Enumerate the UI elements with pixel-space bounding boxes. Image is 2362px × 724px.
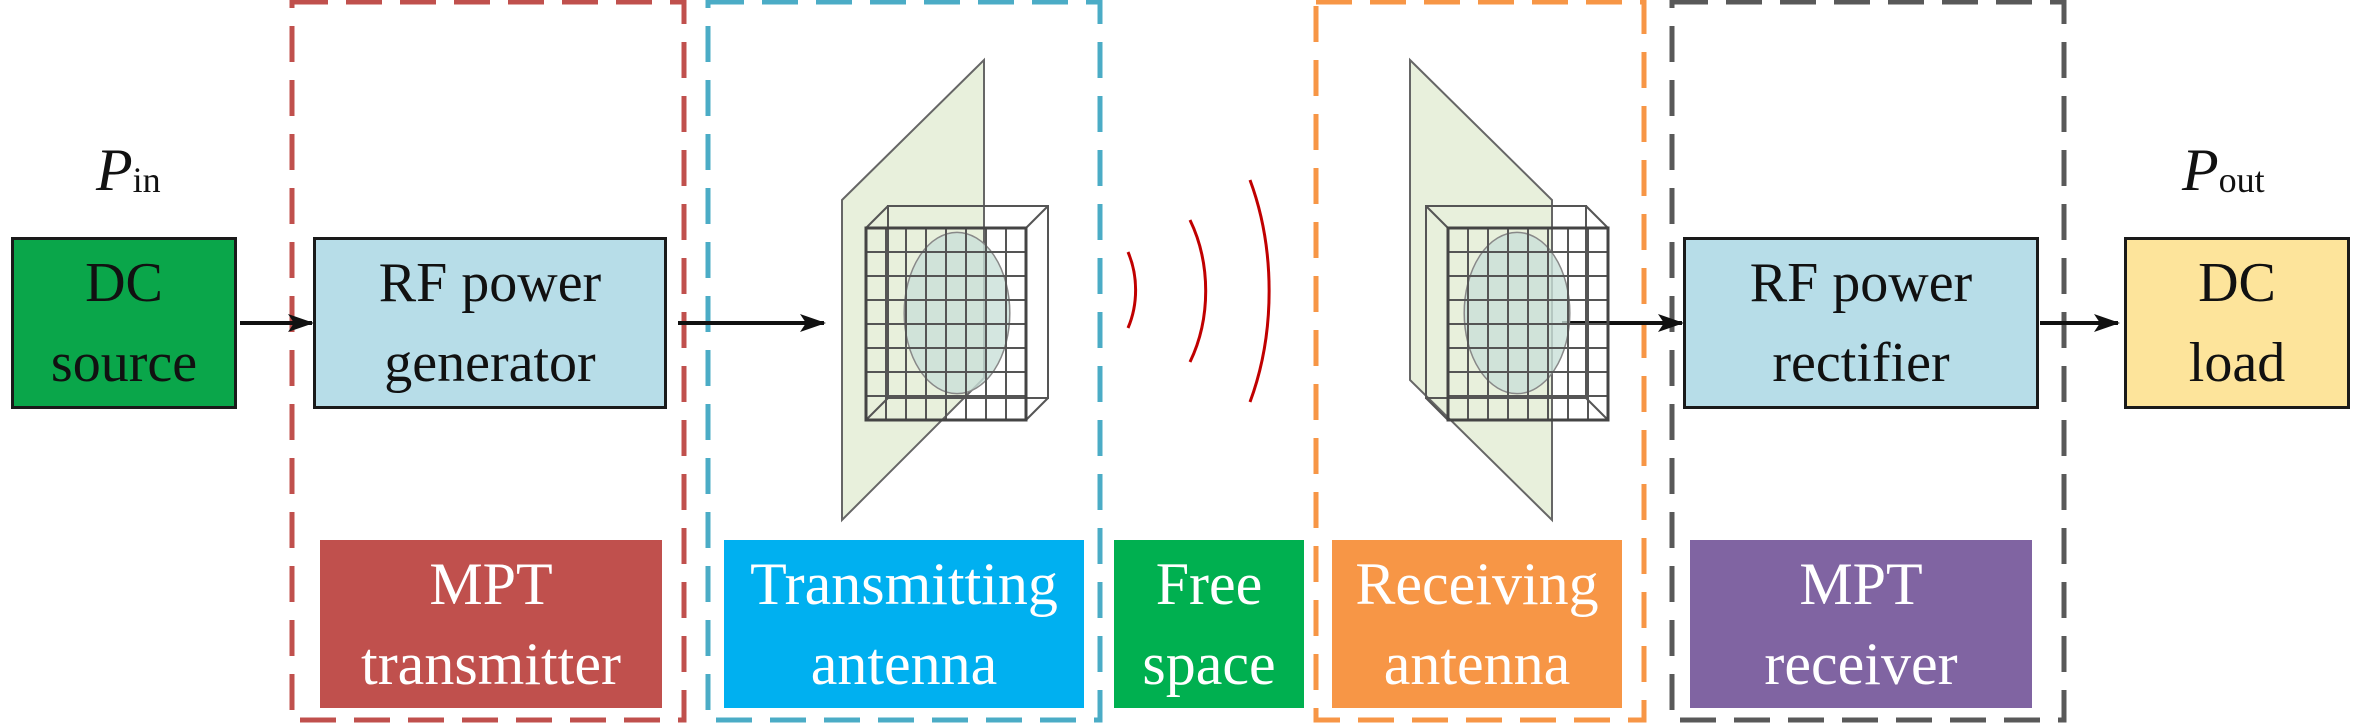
- mpt-receiver-line2: receiver: [1764, 631, 1958, 697]
- antenna-grid-edge: [1025, 397, 1049, 421]
- antenna-grid-edge: [1425, 397, 1449, 421]
- rf-power-rectifier-block: RF power rectifier: [1683, 237, 2039, 409]
- receiving-antenna-group-border: [1313, 0, 1647, 723]
- antenna-grid-edge: [1425, 205, 1449, 229]
- power-in-symbol: P: [96, 137, 133, 203]
- transmitting-antenna-label: Transmitting antenna: [724, 540, 1084, 708]
- receiving-antenna-label: Receiving antenna: [1332, 540, 1622, 708]
- free-space-line1: Free: [1155, 551, 1263, 617]
- antenna-grid-back: [1425, 205, 1587, 399]
- mpt-transmitter-label: MPT transmitter: [320, 540, 662, 708]
- antenna-element-patch: [903, 231, 1011, 395]
- power-out-symbol: P: [2182, 137, 2219, 203]
- antenna-element-patch: [1463, 231, 1571, 395]
- dc-load-line2: load: [2188, 332, 2286, 394]
- antenna-grid-edge: [865, 205, 889, 229]
- antenna-grid-edge: [1025, 205, 1049, 229]
- rf-rectifier-line2: rectifier: [1772, 332, 1950, 394]
- antenna-grid-edge: [1585, 205, 1609, 229]
- dc-source-line2: source: [50, 332, 198, 394]
- dc-load-block: DC load: [2124, 237, 2350, 409]
- rf-generator-line1: RF power: [378, 252, 602, 314]
- radio-waves-icon: [1126, 179, 1271, 403]
- rf-power-generator-block: RF power generator: [313, 237, 667, 409]
- transmitting-antenna-icon: [841, 57, 1049, 523]
- mpt-transmitter-line2: transmitter: [361, 631, 621, 697]
- rf-generator-line2: generator: [384, 332, 596, 394]
- free-space-line2: space: [1142, 631, 1276, 697]
- free-space-label: Free space: [1114, 540, 1304, 708]
- receiving-antenna-line1: Receiving: [1355, 551, 1599, 617]
- mpt-receiver-line1: MPT: [1799, 551, 1923, 617]
- dc-source-block: DC source: [11, 237, 237, 409]
- dc-load-line1: DC: [2198, 252, 2276, 314]
- power-out-label: Pout: [2182, 136, 2265, 205]
- power-out-subscript: out: [2218, 160, 2265, 200]
- mpt-transmitter-line1: MPT: [429, 551, 553, 617]
- receiving-antenna-line2: antenna: [1383, 631, 1571, 697]
- transmitting-antenna-line2: antenna: [810, 631, 998, 697]
- transmitter-group-border: [289, 0, 687, 723]
- antenna-grid-edge: [865, 397, 889, 421]
- power-in-label: Pin: [96, 136, 161, 205]
- antenna-grid-frame: [864, 226, 1028, 422]
- antenna-grid-frame: [1446, 226, 1610, 422]
- transmitting-antenna-group-border: [705, 0, 1103, 723]
- mpt-receiver-label: MPT receiver: [1690, 540, 2032, 708]
- rf-rectifier-line1: RF power: [1749, 252, 1973, 314]
- antenna-grid-back: [887, 205, 1049, 399]
- receiving-antenna-icon: [1409, 57, 1610, 523]
- antenna-grid-edge: [1585, 397, 1609, 421]
- dc-source-line1: DC: [85, 252, 163, 314]
- receiver-group-border: [1669, 0, 2067, 723]
- transmitting-antenna-line1: Transmitting: [750, 551, 1058, 617]
- power-in-subscript: in: [132, 160, 161, 200]
